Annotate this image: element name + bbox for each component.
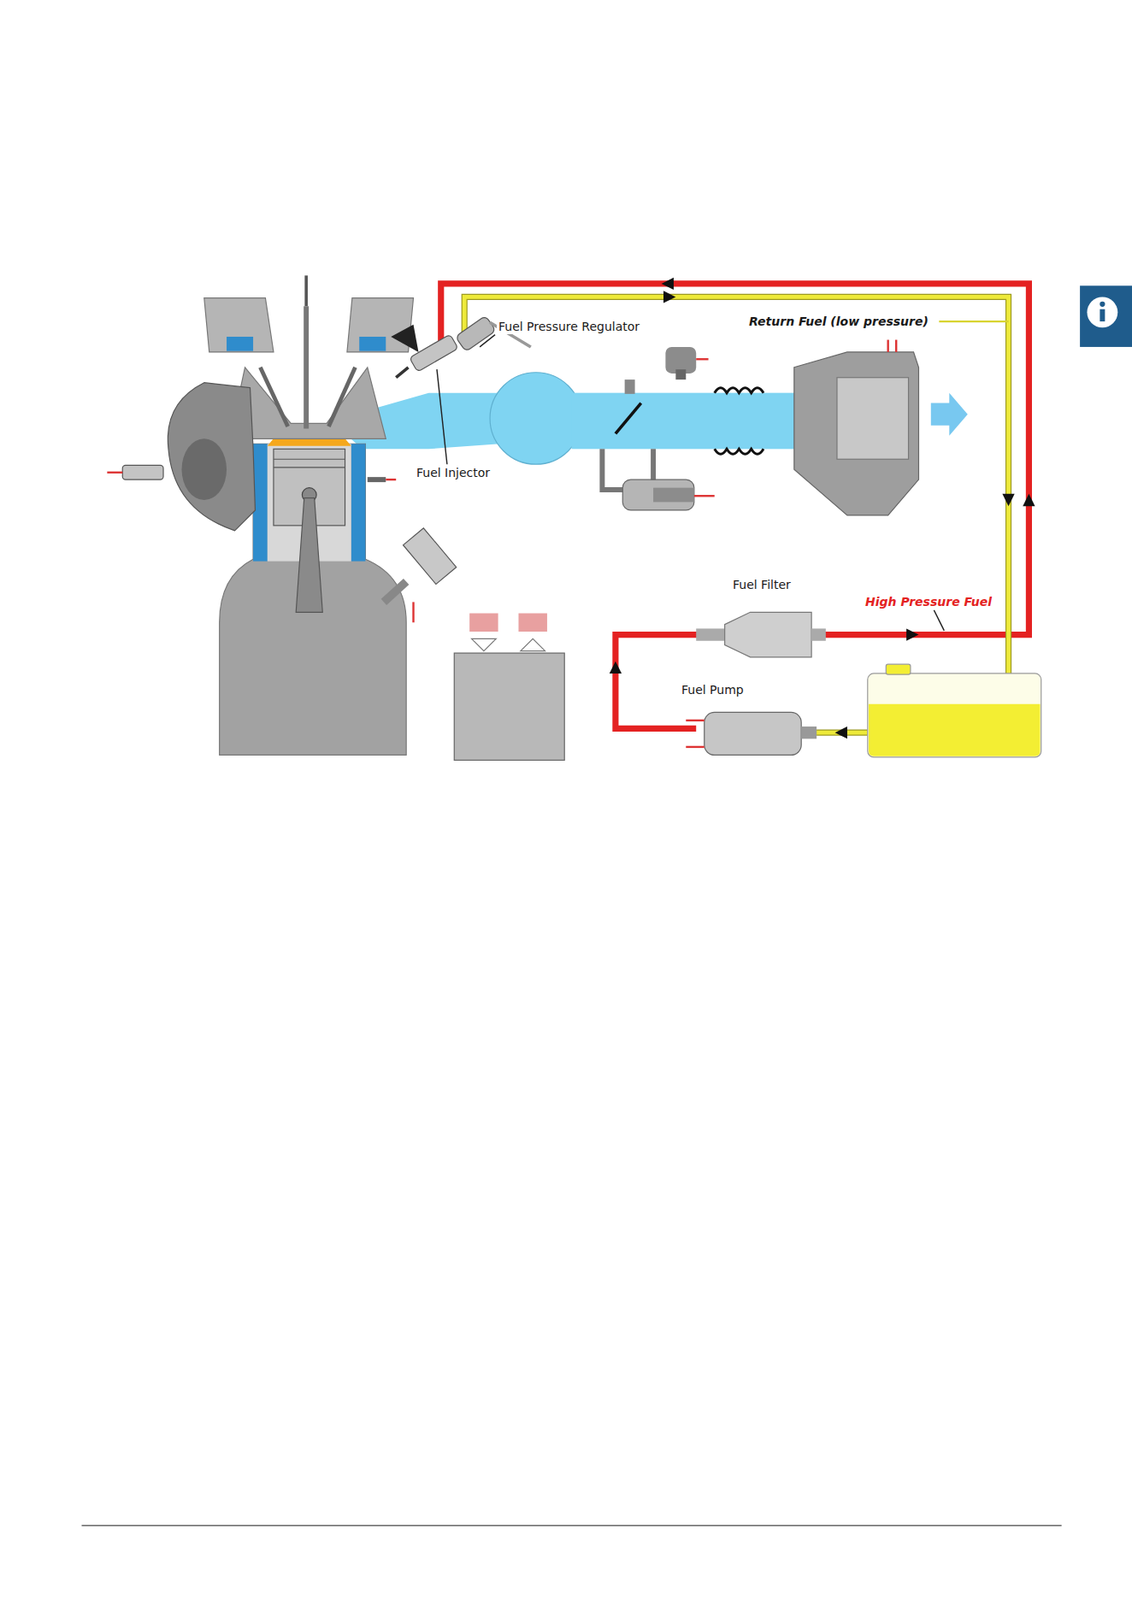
engine-control-unit (469, 613, 498, 632)
cylinder-head (303, 306, 309, 429)
flow-arrowheads (906, 628, 919, 641)
intake-tract (615, 403, 642, 435)
return-line (938, 320, 1009, 323)
air-flow-meter (837, 377, 909, 460)
engine-control-unit (520, 638, 546, 651)
distributor (412, 601, 414, 623)
fuel-filter (811, 628, 826, 641)
engine-control-unit (453, 613, 565, 761)
flow-arrowheads (609, 661, 622, 674)
air-flow-meter (895, 340, 897, 353)
footer-rule (82, 1525, 1062, 1527)
part-label: Fuel Pressure Regulator (496, 319, 642, 335)
cylinder-head (328, 367, 355, 427)
cylinder-head (204, 298, 274, 353)
distributor (383, 528, 457, 623)
line-label: Return Fuel (low pressure) (747, 314, 931, 330)
fuel-tank (885, 664, 911, 675)
air-flow-meter (931, 393, 968, 437)
fuel-filter (695, 628, 725, 641)
intake-tract (624, 379, 636, 395)
engine-block (385, 478, 396, 481)
fuel-tank (868, 704, 1041, 757)
air-flow-meter (886, 340, 889, 353)
fuel-filter (725, 612, 812, 658)
idle-valve (675, 369, 686, 380)
flow-arrowheads (663, 290, 676, 303)
line-label: High Pressure Fuel (863, 595, 994, 610)
info-icon (1079, 285, 1132, 348)
info-icon (1099, 301, 1105, 307)
info-icon (1086, 296, 1118, 328)
fuel-pump (685, 719, 704, 722)
fuel-pump (801, 726, 817, 739)
leader-lines (479, 335, 496, 348)
fuel-injector (395, 367, 408, 378)
engine-block (273, 466, 346, 468)
intake-tract (622, 479, 695, 511)
exhaust-manifold (122, 465, 164, 480)
fuel-injector (409, 334, 459, 372)
cylinder-head (390, 324, 419, 353)
exhaust-manifold (106, 383, 255, 531)
cylinder-head (226, 336, 254, 352)
idle-valve (665, 347, 708, 380)
part-label: Fuel Filter (731, 577, 793, 593)
flow-arrowheads (609, 277, 1036, 740)
part-label: Fuel Injector (414, 465, 492, 481)
return-line (464, 296, 1009, 676)
exhaust-manifold (167, 383, 255, 531)
engine-control-unit (471, 638, 497, 651)
cylinder-head (359, 336, 386, 352)
exhaust-manifold (182, 438, 228, 501)
leader-lines (933, 610, 944, 631)
fuel-tank (867, 673, 1042, 758)
part-label: Fuel Pump (679, 683, 746, 698)
fuel-tank (867, 664, 1042, 758)
engine-block (273, 459, 346, 460)
air-flow-meter (794, 352, 920, 516)
fuel-pump (685, 712, 817, 755)
flow-arrowheads (1002, 494, 1015, 507)
engine-block (295, 498, 323, 614)
info-icon (1079, 285, 1132, 348)
fuel-pressure-regulator (455, 315, 497, 352)
intake-tract (345, 372, 797, 511)
high-pressure-line (441, 283, 1030, 636)
cylinder-head (347, 298, 414, 353)
leader-lines (436, 369, 448, 465)
air-flow-meter (794, 340, 968, 516)
distributor (383, 582, 407, 603)
fuel-pump (685, 746, 704, 749)
engine-control-unit (518, 613, 547, 632)
flow-arrowheads (835, 726, 848, 739)
fuel-pump (704, 712, 802, 755)
intake-tract (489, 372, 582, 465)
intake-tract (653, 488, 695, 503)
intake-tract (714, 448, 764, 454)
leader-lines (436, 335, 944, 631)
flow-arrowheads (1022, 494, 1035, 507)
exhaust-manifold (106, 471, 123, 474)
intake-tract (571, 393, 797, 450)
idle-valve (695, 358, 708, 360)
cylinder-head (304, 275, 308, 307)
high-pressure-line (615, 635, 705, 730)
return-line (464, 296, 1009, 676)
engine-block (367, 477, 386, 483)
engine-block (351, 443, 366, 561)
flow-arrowheads (661, 277, 674, 290)
fuel-filter (695, 612, 826, 658)
info-icon (1099, 309, 1105, 322)
intake-tract (714, 388, 764, 394)
engine-control-unit (453, 653, 565, 761)
intake-tract (694, 495, 715, 497)
distributor (403, 528, 457, 585)
cylinder-head (259, 367, 288, 427)
